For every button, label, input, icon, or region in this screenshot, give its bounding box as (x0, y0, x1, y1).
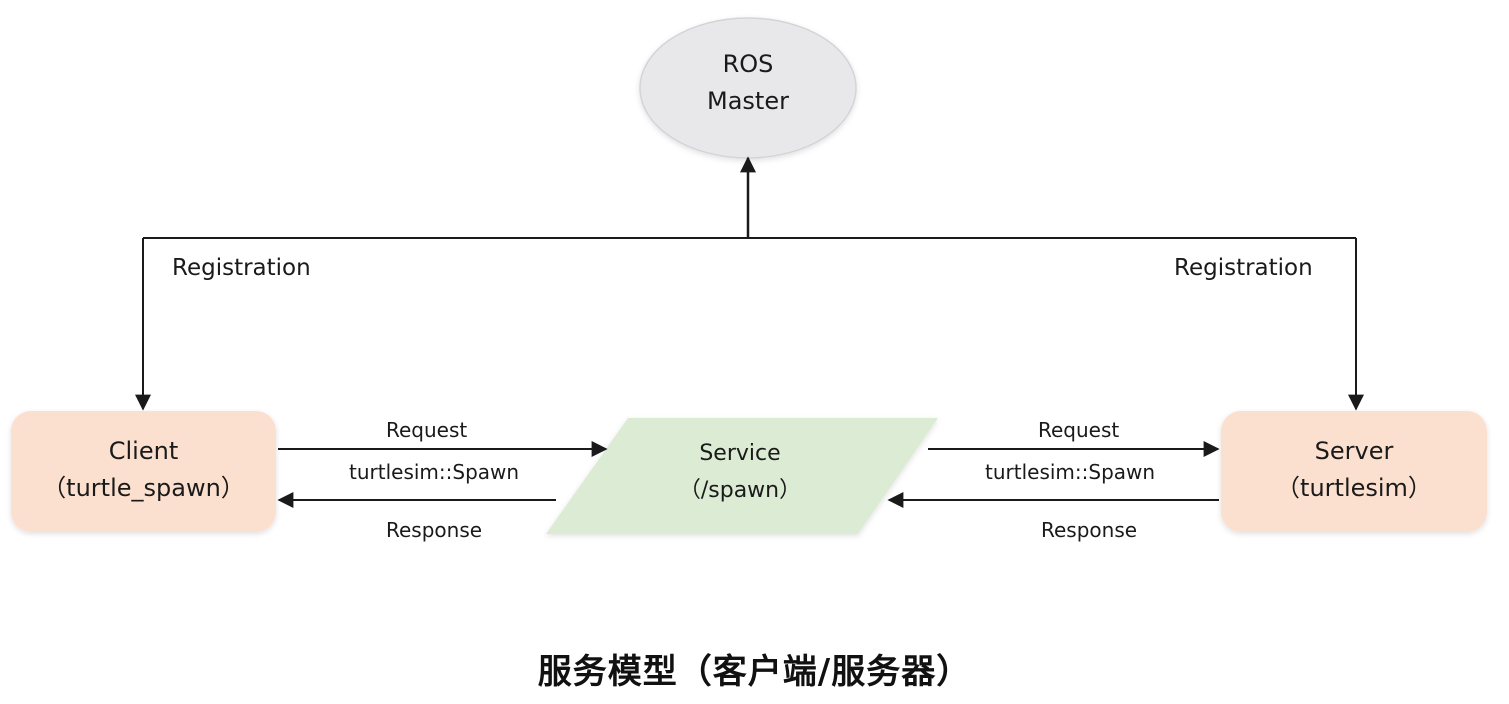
service-node (546, 418, 938, 534)
service-line1: Service (699, 441, 781, 466)
service-line2: （/spawn） (678, 478, 802, 503)
left-type-label: turtlesim::Spawn (349, 460, 520, 484)
client-node (11, 411, 276, 532)
right-request-label: Request (1038, 418, 1120, 442)
service-label: Service （/spawn） (640, 435, 840, 509)
client-line2: （turtle_spawn） (42, 474, 245, 502)
client-line1: Client (108, 437, 179, 465)
right-registration-label: Registration (1174, 255, 1313, 281)
ros-master-label: ROS Master (648, 46, 848, 120)
ros-master-line1: ROS (722, 50, 774, 78)
ros-master-line2: Master (707, 87, 789, 115)
server-line2: （turtlesim） (1276, 474, 1432, 502)
left-response-label: Response (386, 518, 483, 542)
diagram-caption: 服务模型（客户端/服务器） (537, 652, 972, 692)
client-label: Client （turtle_spawn） (11, 433, 276, 507)
server-line1: Server (1314, 437, 1394, 465)
server-node (1221, 411, 1487, 532)
server-label: Server （turtlesim） (1221, 433, 1487, 507)
left-request-label: Request (386, 418, 468, 442)
right-response-label: Response (1041, 518, 1138, 542)
right-type-label: turtlesim::Spawn (985, 460, 1156, 484)
left-registration-label: Registration (172, 255, 311, 281)
